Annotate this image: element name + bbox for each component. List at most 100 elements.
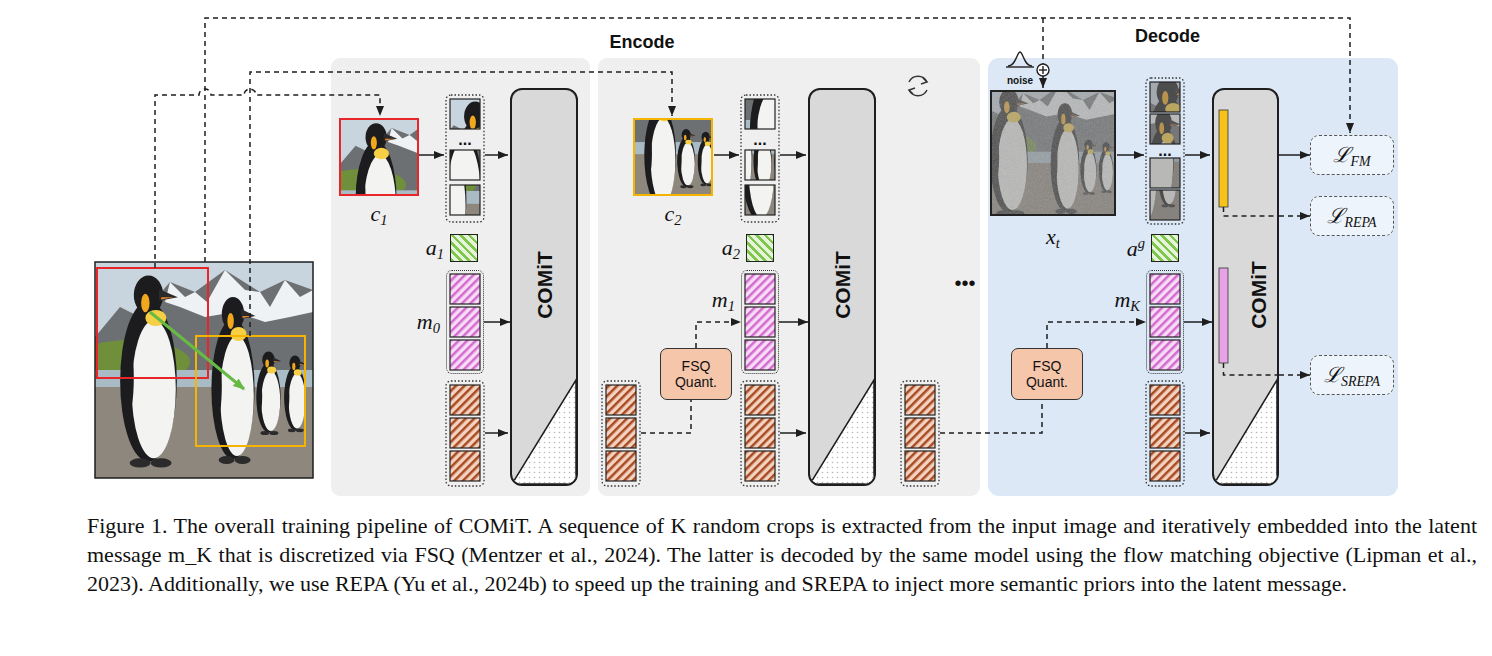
register-stack [450, 385, 480, 415]
patch-stack [745, 150, 775, 180]
node-text: m [712, 287, 728, 312]
connector [1279, 215, 1310, 217]
node-text: Decode [1135, 26, 1200, 46]
text-group: ℒSREPA [1324, 360, 1380, 390]
flow-arrow [1185, 154, 1210, 156]
model-block: COMiT [808, 88, 876, 486]
decode-panel: DecodeFSQ Quant.xtagmKCOMiTℒFMℒREPAℒSREP… [988, 58, 1398, 496]
flow-arrow [780, 432, 806, 434]
register-stack [905, 451, 935, 481]
feature-bar [1219, 110, 1228, 207]
message-group: m1 [741, 270, 779, 374]
register-stack [745, 385, 775, 415]
ellipsis: ••• [954, 273, 975, 293]
register-stack [1150, 451, 1180, 481]
input-image [70, 262, 313, 478]
noisy-image-art [957, 80, 1118, 223]
text-group: Decode [1135, 26, 1200, 47]
register-stack [606, 418, 636, 448]
text-group: mK [1114, 287, 1140, 316]
patch-stack [1150, 114, 1180, 144]
text-group: COMiT [534, 251, 555, 319]
text-group: COMiT [1248, 261, 1269, 329]
flow-arrow [780, 154, 806, 156]
refresh-icon [909, 88, 915, 94]
quantizer-box: FSQ Quant. [660, 348, 732, 400]
input-image [70, 262, 313, 478]
noise-icon [1042, 66, 1043, 74]
patch-stack [1041, 84, 1223, 246]
patch-stack [636, 73, 818, 235]
patch-stack [450, 99, 480, 129]
register-stack [1150, 418, 1180, 448]
register-stack [741, 381, 779, 486]
connector [696, 322, 741, 348]
register-stack [450, 451, 480, 481]
node-text: COMiT [533, 251, 556, 319]
index-text: 1 [380, 212, 387, 228]
text-group: ℒFM [1333, 140, 1370, 170]
node-text: m [417, 309, 433, 334]
index-text: t [1056, 235, 1060, 251]
index-text: g [1138, 235, 1145, 251]
token-square: a1 [450, 234, 478, 262]
node-text: a [426, 235, 437, 260]
message-token [450, 274, 480, 304]
noisy-image-art [957, 80, 1118, 223]
connector [1279, 374, 1310, 376]
output-wedge [810, 380, 874, 484]
index-text: REPA [1344, 215, 1376, 230]
node-text: m [1114, 287, 1130, 312]
image-crop: c1 [339, 118, 419, 196]
node-text: COMiT [1247, 261, 1270, 329]
message-group: m0 [446, 270, 484, 374]
node-text: a [722, 235, 733, 260]
text-group: a2 [722, 235, 740, 264]
text-group: c1 [370, 201, 387, 230]
connector [1279, 154, 1310, 156]
patch-stack [644, 39, 826, 201]
register-stack [450, 418, 480, 448]
message-token [745, 307, 775, 337]
dashed-route [155, 18, 1350, 433]
index-text: 2 [733, 246, 740, 262]
refresh-icon [921, 78, 927, 84]
node-text: ℒ [1327, 204, 1344, 228]
input-image [97, 268, 208, 378]
model-block: COMiT [1212, 88, 1279, 486]
patch-stack [1041, 84, 1223, 246]
message-group: mK [1146, 270, 1184, 374]
noise-icon [1006, 52, 1049, 76]
message-token [745, 274, 775, 304]
message-token [1150, 307, 1180, 337]
patch-stack [1060, 84, 1224, 246]
index-text: FM [1350, 154, 1370, 169]
input-image [196, 336, 305, 446]
leader-line [1224, 363, 1278, 375]
token-square: ag [1151, 234, 1179, 262]
connector [1047, 322, 1146, 348]
register-stack [745, 451, 775, 481]
text-group: COMiT [832, 251, 853, 319]
text-group: m1 [712, 287, 735, 316]
register-stack [905, 385, 935, 415]
patch-stack [1150, 158, 1180, 188]
output-wedge [512, 380, 576, 484]
input-image [70, 262, 313, 478]
dashed-route [1042, 76, 1044, 88]
text-group: FSQ Quant. [1012, 358, 1082, 390]
text-group: c2 [664, 201, 681, 230]
node-text: c [370, 201, 380, 226]
message-token [450, 340, 480, 370]
patch-stack [745, 185, 775, 215]
loss-box: ℒFM [1310, 135, 1394, 175]
panel-ground [331, 58, 1398, 496]
feature-bar [1219, 268, 1228, 363]
connector [1184, 321, 1212, 323]
index-text: 2 [674, 212, 681, 228]
node-text: ℒ [1333, 143, 1350, 167]
patch-stack [1150, 82, 1180, 112]
connector [779, 321, 808, 323]
noise-icon [1006, 66, 1034, 67]
